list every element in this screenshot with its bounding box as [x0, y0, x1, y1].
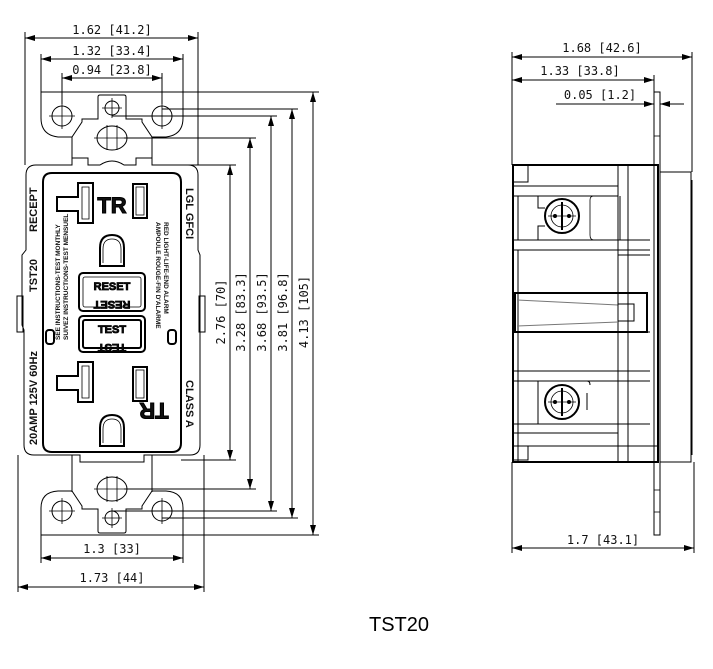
side-body [512, 164, 659, 463]
alarm-text-fr: AMPOULE ROUGE-FIN D'ALARME [154, 222, 161, 329]
ground-hole-bottom [99, 413, 125, 447]
class-label: CLASS A [183, 380, 195, 428]
alarm-text-en: RED LIGHT-LIFE-END ALARM [162, 222, 169, 314]
gfci-label: LGL GFCI [183, 188, 195, 239]
side-face-projection [659, 171, 692, 463]
dim-overall-height: 4.13 [105] [297, 276, 311, 348]
dim-body-depth: 1.33 [33.8] [540, 64, 619, 78]
side-test-mechanism [514, 292, 648, 333]
bottom-outlet: TR [56, 361, 169, 447]
bottom-mounting-strap [40, 455, 184, 536]
model-label: TST20 [28, 259, 40, 292]
dim-mount-spacing-top: 1.32 [33.4] [72, 44, 151, 58]
dim-bottom-inner-width: 1.3 [33] [83, 542, 141, 556]
indicator-light-left [45, 329, 55, 345]
neutral-t-slot-bottom [56, 361, 94, 403]
dim-overall-width-top: 1.62 [41.2] [72, 23, 151, 37]
front-bottom-dimensions: 1.3 [33] 1.73 [44] [17, 455, 205, 592]
instructions-text-fr: SUIVEZ INSTRUCTIONS-TEST MENSUEL [63, 214, 70, 340]
instructions-text-en: SEE INSTRUCTIONS-TEST MONTHLY [55, 224, 62, 340]
front-view: TR RESET RESET TEST TEST SEE INSTRUCTION… [16, 23, 319, 592]
test-button[interactable]: TEST TEST [78, 315, 146, 353]
rating-label: 20AMP 125V 60Hz [28, 351, 40, 445]
receptacle-housing [16, 157, 206, 463]
dim-center-spacing: 0.94 [23.8] [72, 63, 151, 77]
dim-bottom-overall-width: 1.73 [44] [79, 571, 144, 585]
reset-label-mirrored: RESET [93, 298, 130, 310]
dim-overall-depth-bottom: 1.7 [43.1] [567, 533, 639, 547]
dim-mount-hole-height: 3.81 [96.8] [276, 272, 290, 351]
reset-button[interactable]: RESET RESET [78, 272, 146, 312]
dim-face-height: 2.76 [70] [214, 279, 228, 344]
drawing-caption: TST20 [369, 614, 429, 636]
test-label-mirrored: TEST [98, 341, 126, 353]
dim-yoke-height-a: 3.28 [83.3] [234, 272, 248, 351]
hot-slot-bottom [132, 366, 148, 402]
top-outlet: TR [56, 182, 148, 267]
dim-strap-thickness: 0.05 [1.2] [564, 88, 636, 102]
dim-overall-depth-top: 1.68 [42.6] [562, 41, 641, 55]
reset-label: RESET [94, 281, 131, 293]
terminal-screw-bottom [544, 384, 580, 420]
top-mounting-strap [40, 91, 184, 165]
terminal-screw-top [544, 198, 580, 234]
front-top-dimensions: 1.62 [41.2] 1.32 [33.4] 0.94 [23.8] [24, 23, 199, 165]
dim-yoke-height-b: 3.68 [93.5] [255, 272, 269, 351]
side-dimensions: 1.68 [42.6] 1.33 [33.8] 0.05 [1.2] 1.7 [… [511, 41, 695, 553]
tr-mark-bottom: TR [139, 398, 168, 423]
ground-hole-top [99, 233, 125, 267]
neutral-t-slot-top [56, 182, 94, 224]
side-view: 1.68 [42.6] 1.33 [33.8] 0.05 [1.2] 1.7 [… [511, 41, 695, 553]
front-vertical-dimensions: 2.76 [70] 3.28 [83.3] 3.68 [93.5] 3.81 [… [112, 91, 319, 536]
test-label: TEST [98, 324, 126, 336]
indicator-light-right [167, 329, 177, 345]
hot-slot-top [132, 183, 148, 219]
recept-label: RECEPT [28, 187, 40, 232]
tr-mark-top: TR [97, 193, 126, 218]
